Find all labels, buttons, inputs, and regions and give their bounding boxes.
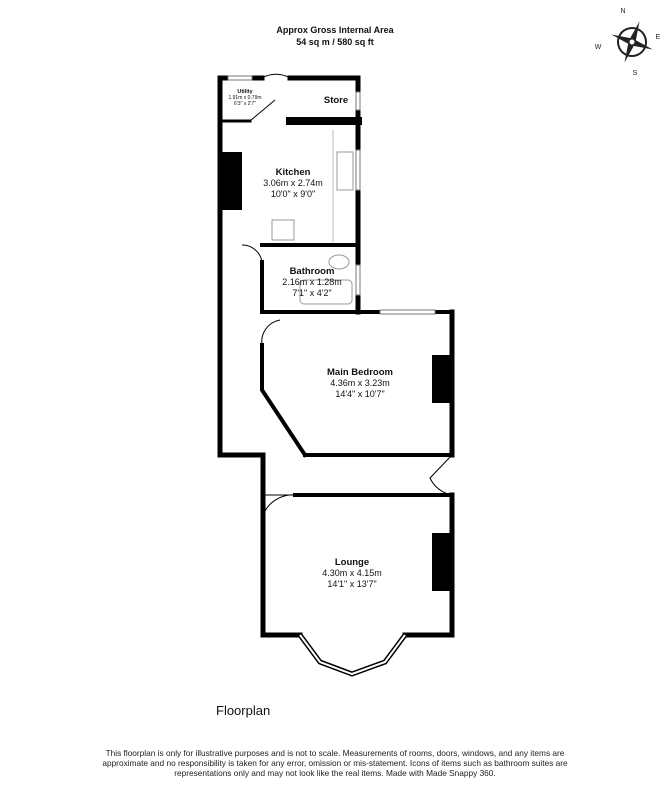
room-main-bedroom: Main Bedroom 4.36m x 3.23m 14'4" x 10'7": [327, 367, 393, 399]
area-header: Approx Gross Internal Area 54 sq m / 580…: [0, 24, 670, 48]
disclaimer: This floorplan is only for illustrative …: [0, 748, 670, 778]
chimney-lounge: [432, 533, 450, 591]
compass-w: W: [595, 44, 602, 51]
room-store: Store: [323, 95, 349, 106]
door-swings: [241, 73, 453, 516]
sink-icon: [336, 151, 354, 191]
compass-s: S: [633, 70, 638, 77]
bay-window: [297, 633, 408, 677]
compass-icon: [611, 21, 653, 63]
walls: [217, 75, 455, 638]
room-utility: Utility 1.91m x 0.79m 6'3" x 2'7": [228, 89, 262, 107]
room-kitchen: Kitchen 3.06m x 2.74m 10'0" x 9'0": [263, 167, 323, 199]
area-title: Approx Gross Internal Area: [276, 25, 394, 35]
compass-e: E: [656, 34, 661, 41]
windows: [227, 75, 436, 315]
chimney-kitchen: [222, 152, 242, 210]
room-lounge: Lounge 4.30m x 4.15m 14'1" x 13'7": [322, 557, 382, 589]
hob-icon: [271, 219, 295, 241]
toilet-icon: [328, 254, 350, 270]
compass-n: N: [620, 8, 625, 15]
disclaimer-text: This floorplan is only for illustrative …: [102, 748, 568, 778]
area-value: 54 sq m / 580 sq ft: [296, 37, 374, 47]
floorplan-label: Floorplan: [216, 703, 271, 718]
bath-icon: [299, 279, 353, 305]
chimney-bedroom: [432, 355, 450, 403]
room-bathroom: Bathroom 2.16m x 1.28m 7'1" x 4'2": [282, 266, 342, 298]
